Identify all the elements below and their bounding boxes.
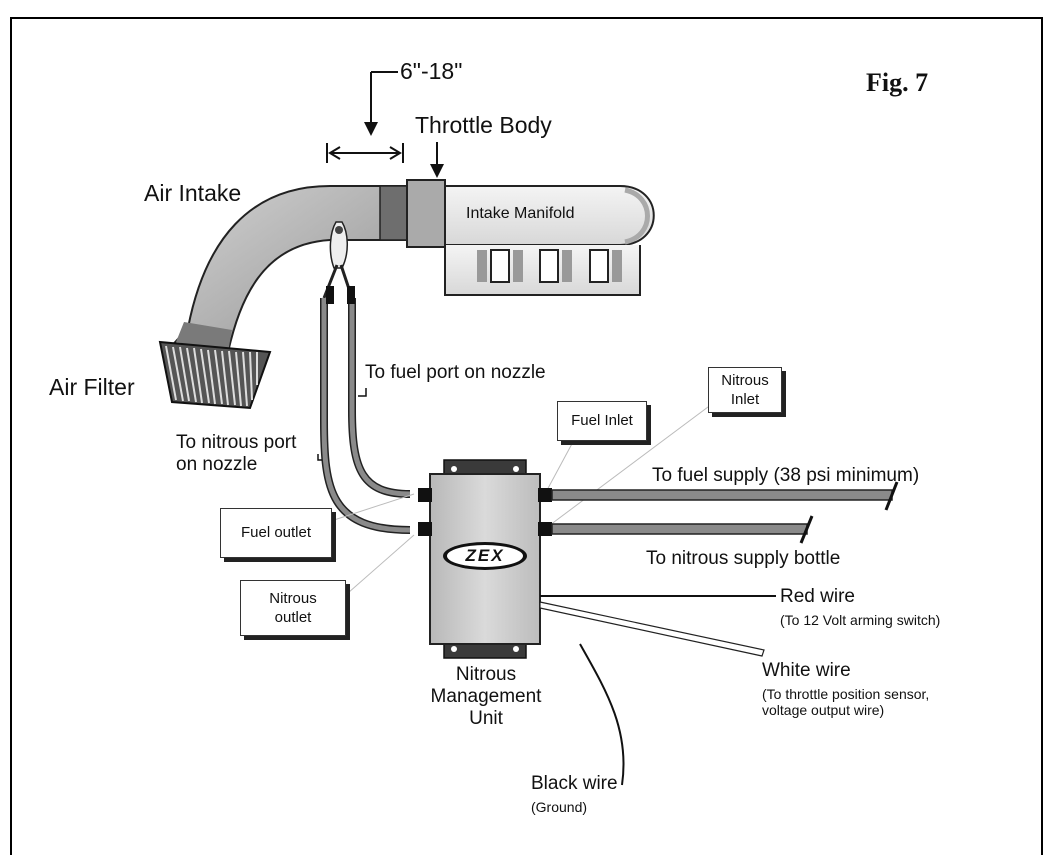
intake-manifold xyxy=(444,185,655,296)
red-wire-label: Red wire xyxy=(780,586,855,607)
fuel-inlet-box: Fuel Inlet xyxy=(557,401,647,441)
distance-label: 6"-18" xyxy=(400,58,463,84)
fuel-outlet-box: Fuel outlet xyxy=(220,508,332,558)
throttle-body-arrow xyxy=(430,142,444,178)
air-filter xyxy=(158,340,272,410)
distance-arrow xyxy=(326,71,404,163)
management-unit xyxy=(418,459,552,659)
figure-frame xyxy=(10,17,1043,855)
fuel-port-label: To fuel port on nozzle xyxy=(365,362,546,383)
white-wire xyxy=(539,601,765,657)
nitrous-inlet-box: Nitrous Inlet xyxy=(708,367,782,413)
air-intake-label: Air Intake xyxy=(144,180,242,206)
fuel-outlet-leader xyxy=(333,493,415,521)
nozzle xyxy=(322,221,354,299)
nitrous-outlet-box: Nitrous outlet xyxy=(240,580,346,636)
nitrous-port-label: To nitrous port on nozzle xyxy=(176,432,297,475)
nitrous-outlet-leader xyxy=(339,534,415,601)
throttle-body-label: Throttle Body xyxy=(415,112,552,138)
black-wire-label: Black wire xyxy=(531,773,618,794)
nitrous-supply-label: To nitrous supply bottle xyxy=(646,548,841,569)
nitrous-port-leader xyxy=(317,454,322,461)
red-wire-note: (To 12 Volt arming switch) xyxy=(780,612,941,628)
white-wire-label: White wire xyxy=(762,660,851,681)
fuel-supply-label: To fuel supply (38 psi minimum) xyxy=(652,465,920,486)
black-wire xyxy=(579,643,625,786)
throttle-body xyxy=(406,179,446,248)
fuel-inlet-leader xyxy=(545,439,575,493)
intake-manifold-label: Intake Manifold xyxy=(466,205,575,222)
white-wire-note: (To throttle position sensor, voltage ou… xyxy=(762,686,930,719)
nitrous-supply-line xyxy=(551,515,814,544)
zex-logo: ZEX xyxy=(465,546,505,565)
nitrous-inlet-leader xyxy=(545,403,713,529)
air-filter-label: Air Filter xyxy=(49,374,135,400)
figure-label: Fig. 7 xyxy=(866,68,929,97)
fuel-supply-line xyxy=(551,481,899,511)
black-wire-note: (Ground) xyxy=(531,799,588,815)
fuel-port-leader xyxy=(358,388,367,397)
intake-coupler-dark xyxy=(379,185,411,241)
management-unit-label: Nitrous Management Unit xyxy=(430,664,542,729)
